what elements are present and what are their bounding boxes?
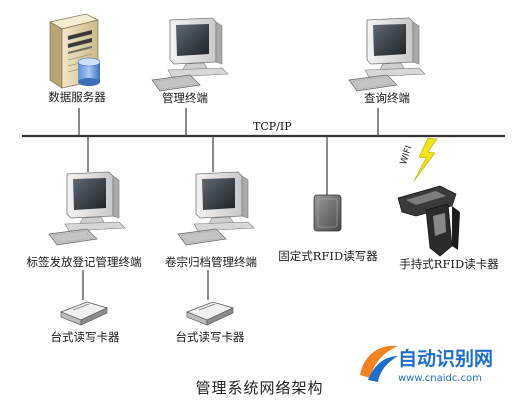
tag-issue-terminal-label: 标签发放登记管理终端 bbox=[26, 255, 142, 269]
tag-issue-terminal-icon bbox=[48, 171, 126, 246]
desktop-card-reader-1-label: 台式读写卡器 bbox=[50, 330, 120, 344]
tcp-ip-bus-label: TCP/IP bbox=[253, 120, 292, 133]
desktop-card-reader-2-icon bbox=[186, 301, 234, 326]
management-terminal-label: 管理终端 bbox=[162, 91, 208, 105]
handheld-rfid-reader-label: 手持式RFID读卡器 bbox=[399, 257, 499, 271]
wifi-signal-icon bbox=[413, 137, 438, 182]
data-server-label: 数据服务器 bbox=[48, 90, 106, 104]
query-terminal-icon bbox=[348, 17, 426, 92]
archive-terminal-label: 卷宗归档管理终端 bbox=[165, 255, 257, 269]
desktop-card-reader-1-icon bbox=[60, 301, 108, 326]
watermark-name: 自动识别网 bbox=[398, 348, 494, 370]
fixed-rfid-reader-icon bbox=[313, 194, 342, 232]
watermark-url: www.cnaidc.com bbox=[398, 373, 482, 384]
data-server-icon bbox=[48, 13, 101, 89]
fixed-rfid-reader-label: 固定式RFID读写器 bbox=[278, 249, 378, 263]
handheld-rfid-reader-icon bbox=[397, 185, 460, 257]
query-terminal-label: 查询终端 bbox=[364, 91, 410, 105]
management-terminal-icon bbox=[151, 17, 229, 92]
archive-terminal-icon bbox=[177, 171, 255, 246]
desktop-card-reader-2-label: 台式读写卡器 bbox=[175, 330, 245, 344]
network-links bbox=[22, 108, 505, 300]
diagram-caption: 管理系统网络架构 bbox=[195, 379, 324, 397]
watermark-logo-icon bbox=[360, 345, 398, 382]
